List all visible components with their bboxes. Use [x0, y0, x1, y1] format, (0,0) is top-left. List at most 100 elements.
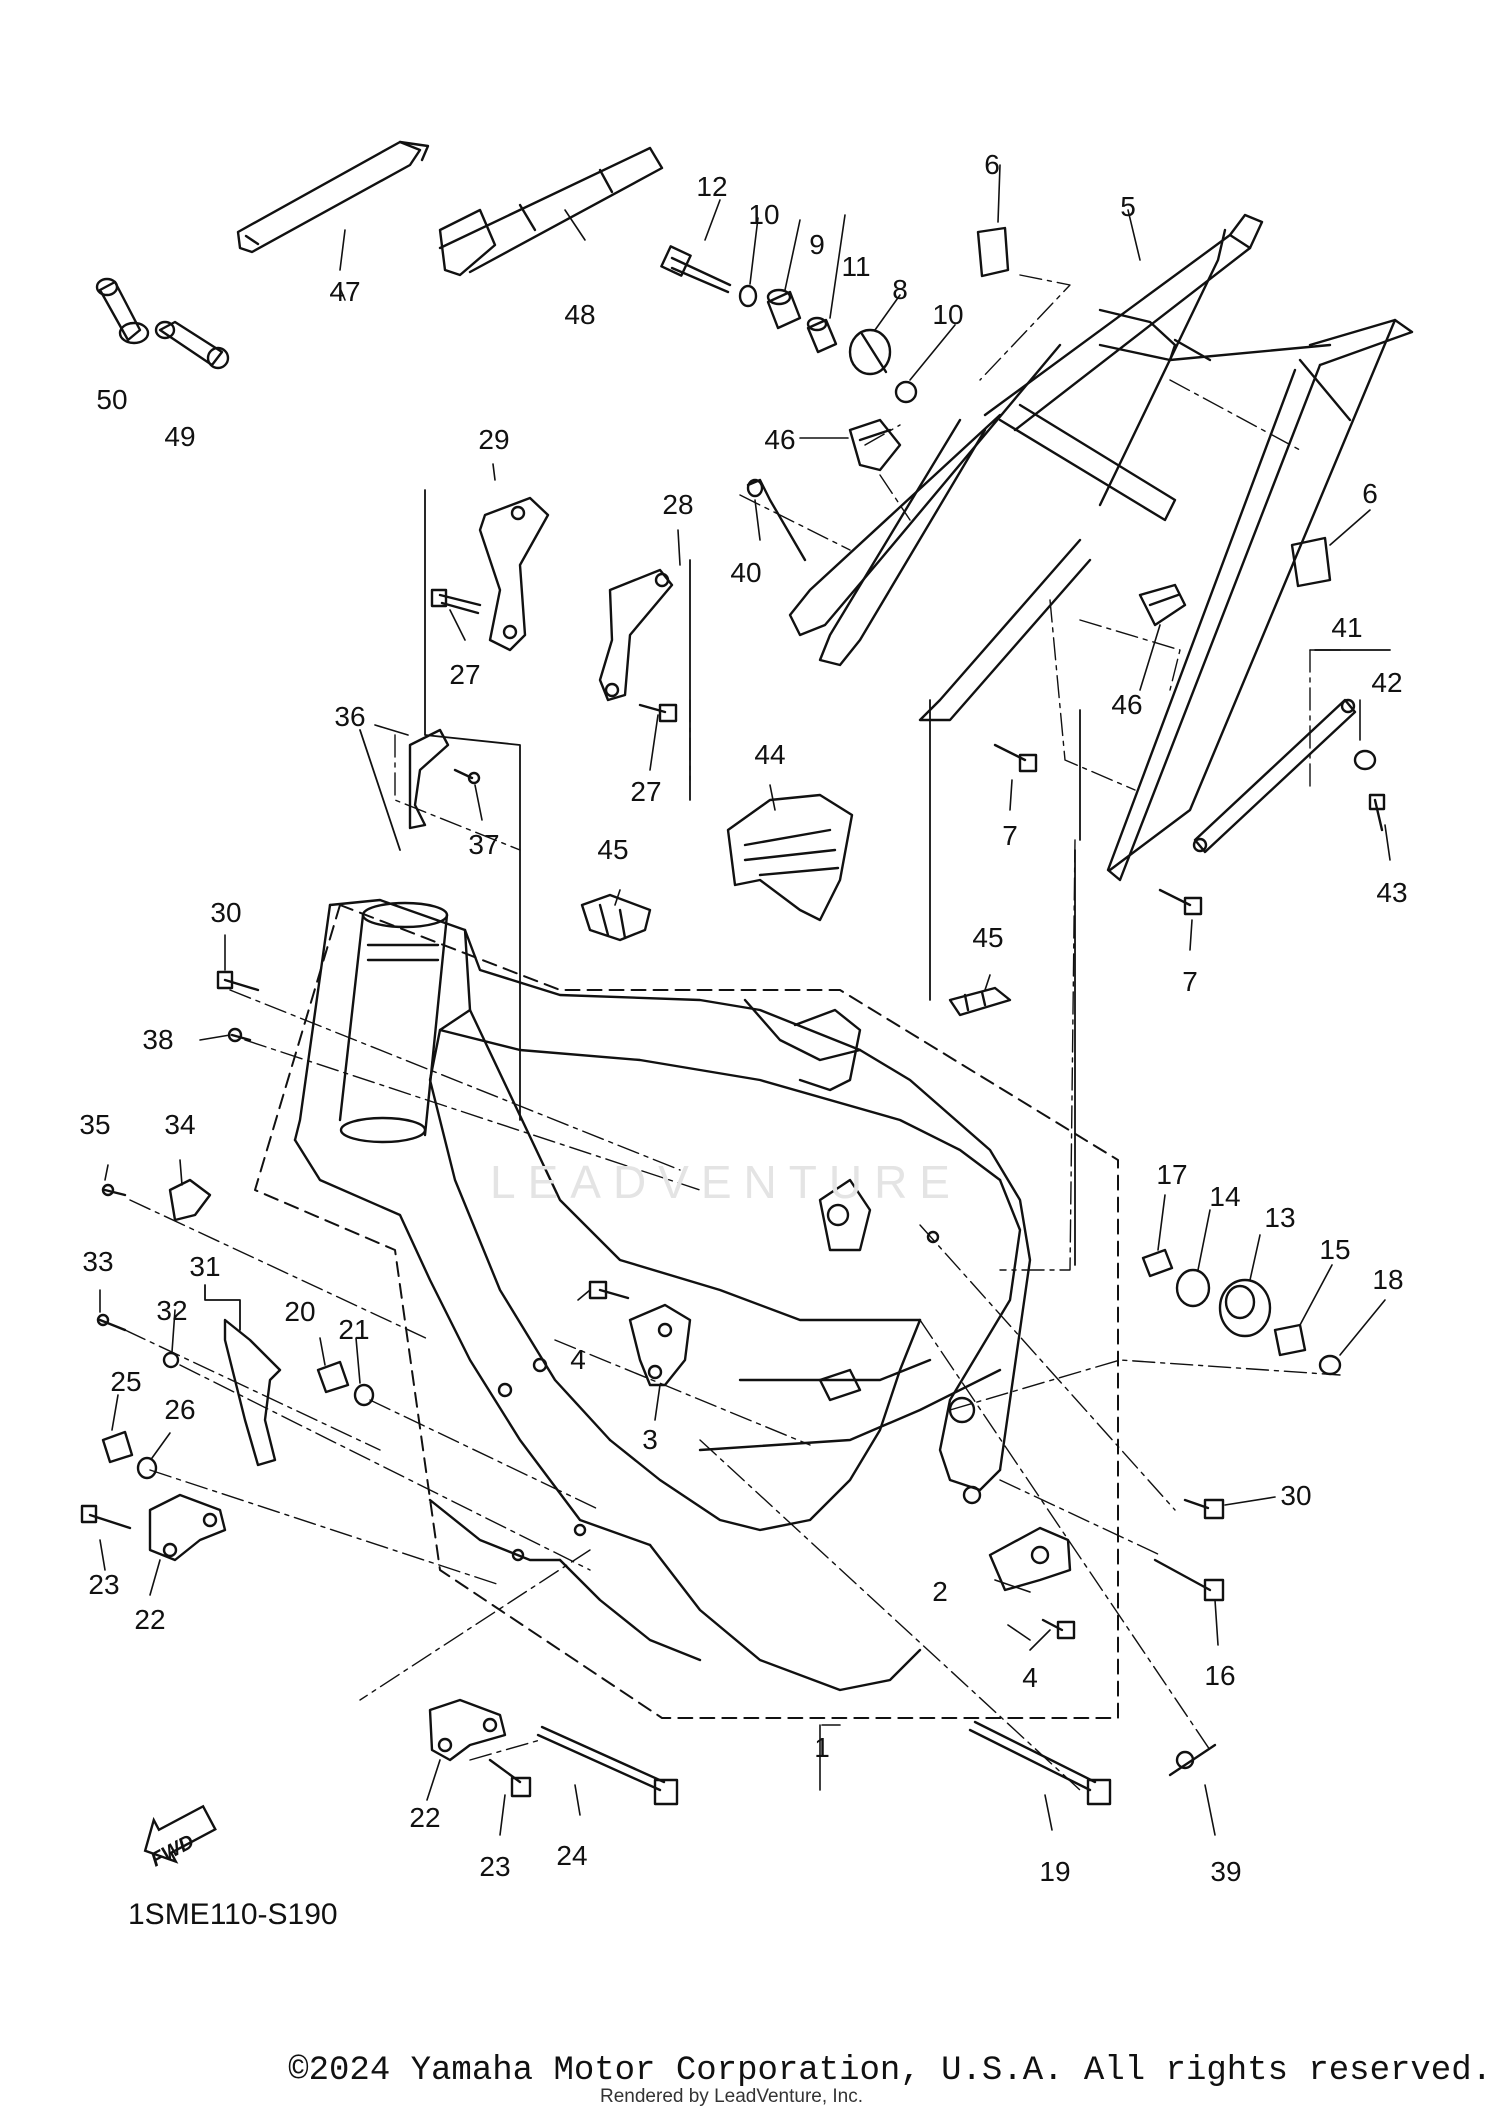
callout-40[interactable]: 40 [730, 557, 762, 588]
part-6-decal-a [976, 226, 1010, 278]
part-25-nut [101, 1430, 134, 1464]
callout-44[interactable]: 44 [754, 739, 786, 770]
callout-9[interactable]: 9 [809, 229, 825, 260]
callout-39[interactable]: 39 [1210, 1856, 1242, 1887]
callout-23[interactable]: 23 [88, 1569, 120, 1600]
callout-23[interactable]: 23 [479, 1851, 511, 1882]
part-10-washer [738, 284, 758, 308]
fwd-arrow-icon [143, 1804, 217, 1864]
part-14-collar [1175, 1268, 1211, 1308]
callout-32[interactable]: 32 [156, 1295, 188, 1326]
callout-45[interactable]: 45 [972, 922, 1004, 953]
part-33-screw [96, 1313, 127, 1332]
part-8-bushing [848, 328, 892, 376]
callout-7[interactable]: 7 [1002, 820, 1018, 851]
callout-46[interactable]: 46 [1111, 689, 1143, 720]
part-12-bolt [660, 245, 732, 294]
callout-50[interactable]: 50 [96, 384, 128, 415]
rendered-by-text: Rendered by LeadVenture, Inc. [600, 2086, 864, 2107]
callout-16[interactable]: 16 [1204, 1660, 1236, 1691]
part-19-bolt [968, 1720, 1112, 1806]
callout-7[interactable]: 7 [1182, 966, 1198, 997]
callout-6[interactable]: 6 [984, 149, 1000, 180]
part-3-engine-bracket [628, 1303, 692, 1387]
part-38-screw [227, 1027, 252, 1043]
part-41-guard-bar [1192, 698, 1357, 854]
part-18-washer [1318, 1354, 1342, 1376]
part-46-clamp-b [1138, 583, 1187, 627]
callout-46[interactable]: 46 [764, 424, 796, 455]
callout-36[interactable]: 36 [334, 701, 366, 732]
part-34-clamp [168, 1178, 212, 1222]
part-42-collar [1353, 749, 1377, 771]
callout-14[interactable]: 14 [1209, 1181, 1241, 1212]
part-27-bolt-b [638, 703, 678, 723]
part-40-clip [746, 478, 807, 562]
callout-10[interactable]: 10 [748, 199, 780, 230]
callout-25[interactable]: 25 [110, 1366, 142, 1397]
callout-42[interactable]: 42 [1371, 667, 1403, 698]
callout-41[interactable]: 41 [1331, 612, 1363, 643]
part-47-spanner [236, 140, 430, 254]
callout-26[interactable]: 26 [164, 1394, 196, 1425]
callout-6[interactable]: 6 [1362, 478, 1378, 509]
callout-5[interactable]: 5 [1120, 191, 1136, 222]
callout-30[interactable]: 30 [210, 897, 242, 928]
callout-4[interactable]: 4 [570, 1344, 586, 1375]
part-7-bolt-b [1158, 888, 1203, 916]
callout-33[interactable]: 33 [82, 1246, 114, 1277]
part-13-bushing [1218, 1278, 1272, 1338]
callout-22[interactable]: 22 [134, 1604, 166, 1635]
callout-48[interactable]: 48 [564, 299, 596, 330]
copyright-notice: ©2024 Yamaha Motor Corporation, U.S.A. A… [288, 2052, 1492, 2090]
callout-47[interactable]: 47 [329, 276, 361, 307]
part-10-washer-b [894, 380, 918, 404]
part-2-engine-bracket [988, 1526, 1072, 1592]
callout-43[interactable]: 43 [1376, 877, 1408, 908]
callout-3[interactable]: 3 [642, 1424, 658, 1455]
part-16-bolt [1153, 1558, 1225, 1602]
callout-37[interactable]: 37 [468, 829, 500, 860]
part-7-bolt-a [993, 743, 1038, 773]
callout-49[interactable]: 49 [164, 421, 196, 452]
callout-10[interactable]: 10 [932, 299, 964, 330]
callout-21[interactable]: 21 [338, 1314, 370, 1345]
callout-4[interactable]: 4 [1022, 1662, 1038, 1693]
callout-38[interactable]: 38 [142, 1024, 174, 1055]
callout-20[interactable]: 20 [284, 1296, 316, 1327]
callout-29[interactable]: 29 [478, 424, 510, 455]
callout-18[interactable]: 18 [1372, 1264, 1404, 1295]
callout-31[interactable]: 31 [189, 1251, 221, 1282]
fwd-label: FWD [147, 1830, 198, 1872]
callout-28[interactable]: 28 [662, 489, 694, 520]
callout-35[interactable]: 35 [79, 1109, 111, 1140]
watermark: LEADVENTURE [490, 1156, 962, 1208]
fwd-arrow: FWD [128, 1818, 208, 1888]
callout-45[interactable]: 45 [597, 834, 629, 865]
part-26-washer [136, 1456, 158, 1480]
callout-27[interactable]: 27 [630, 776, 662, 807]
callout-17[interactable]: 17 [1156, 1159, 1188, 1190]
callout-8[interactable]: 8 [892, 274, 908, 305]
callout-19[interactable]: 19 [1039, 1856, 1071, 1887]
callout-22[interactable]: 22 [409, 1802, 441, 1833]
callout-27[interactable]: 27 [449, 659, 481, 690]
callout-24[interactable]: 24 [556, 1840, 588, 1871]
part-22-plate-a [148, 1493, 227, 1562]
part-4-bolt-a [588, 1280, 630, 1300]
callout-1[interactable]: 1 [814, 1732, 830, 1763]
callout-12[interactable]: 12 [696, 171, 728, 202]
callout-34[interactable]: 34 [164, 1109, 196, 1140]
callout-11[interactable]: 11 [841, 251, 871, 282]
callout-13[interactable]: 13 [1264, 1202, 1296, 1233]
part-30-bolt-a [216, 970, 260, 992]
part-1-main-frame [293, 898, 1032, 1692]
part-29-bracket [478, 496, 550, 652]
callout-30[interactable]: 30 [1280, 1480, 1312, 1511]
part-23-bolt-a [80, 1504, 132, 1530]
part-27-bolt-a [430, 588, 482, 615]
part-11-collar [806, 316, 838, 354]
callout-15[interactable]: 15 [1319, 1234, 1351, 1265]
callout-2[interactable]: 2 [932, 1576, 948, 1607]
